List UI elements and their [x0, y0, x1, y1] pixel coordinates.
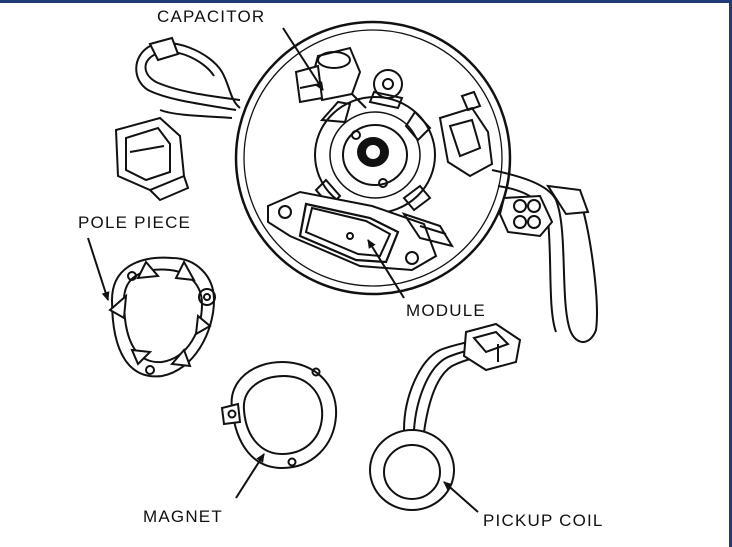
leader-arrows: [87, 27, 479, 513]
top-border: [0, 0, 732, 3]
pole-piece-arrow: [87, 237, 110, 301]
capacitor-part: [294, 46, 367, 109]
pickup-coil-arrow: [443, 481, 479, 513]
magnet-arrow: [235, 453, 265, 499]
magnet-label: MAGNET: [143, 507, 223, 526]
upper-bracket: [368, 69, 404, 110]
module-arrow: [367, 239, 405, 299]
left-wire-harness: [114, 36, 241, 202]
capacitor-arrow: [282, 27, 324, 91]
capacitor-label: CAPACITOR: [157, 7, 265, 26]
pole-piece-part: [108, 256, 216, 378]
shaft-hub: [314, 96, 436, 214]
pole-piece-label: POLE PIECE: [78, 213, 191, 232]
module-part: [267, 190, 455, 272]
module-label: MODULE: [406, 301, 486, 320]
right-border: [729, 0, 732, 547]
pickup-coil-label: PICKUP COIL: [483, 511, 604, 530]
right-connector: [438, 90, 494, 178]
magnet-part: [220, 360, 338, 470]
distributor-assembly: [114, 20, 598, 343]
pickup-coil-part: [369, 322, 522, 511]
right-wire-harness: [491, 169, 598, 343]
